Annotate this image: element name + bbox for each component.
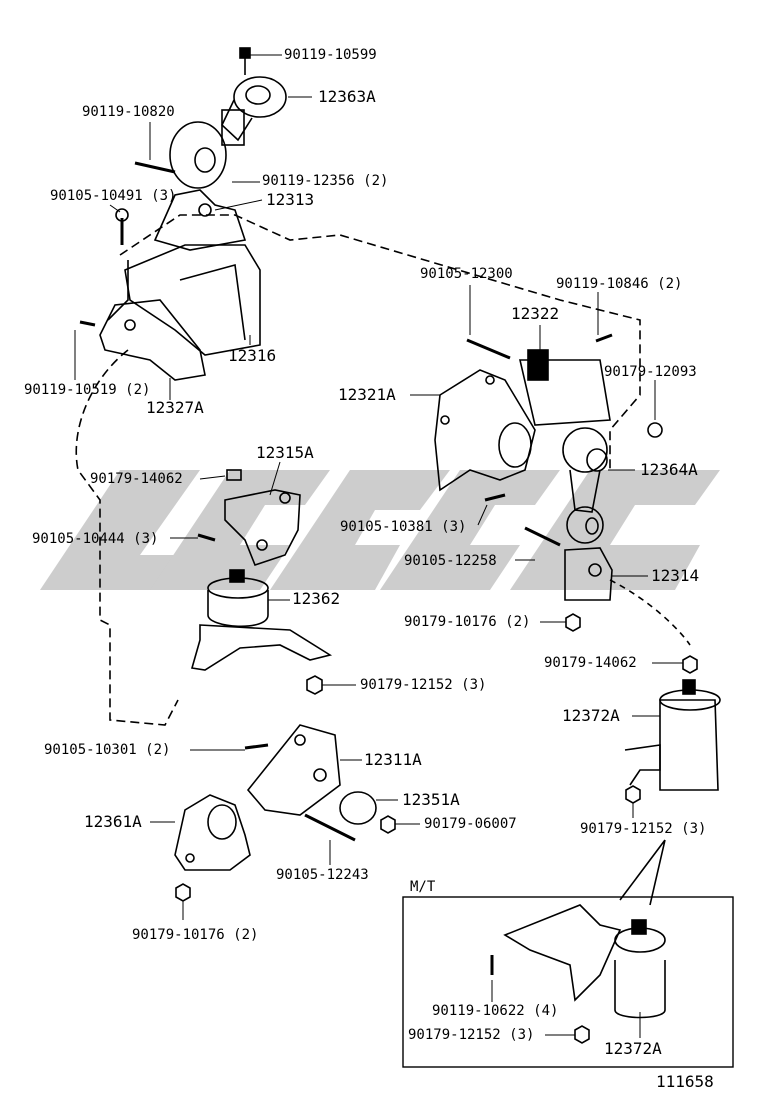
label-12315A: 12315A	[256, 443, 314, 462]
label-90119-10846: 90119-10846 (2)	[556, 276, 683, 292]
label-12314: 12314	[651, 566, 700, 585]
label-12313: 12313	[266, 190, 315, 209]
label-12316: 12316	[228, 346, 277, 365]
label-12364A: 12364A	[640, 460, 698, 479]
figure-number: 111658	[656, 1072, 714, 1091]
label-12322: 12322	[511, 304, 560, 323]
label-90119-12356: 90119-12356 (2)	[262, 173, 389, 189]
label-90105-12258: 90105-12258	[404, 553, 497, 569]
label-12372A-b: 12372A	[604, 1039, 662, 1058]
label-12327A: 12327A	[146, 398, 204, 417]
label-12321A: 12321A	[338, 385, 396, 404]
label-90179-06007: 90179-06007	[424, 816, 517, 832]
label-90119-10622: 90119-10622 (4)	[432, 1003, 559, 1019]
label-90179-10176-b: 90179-10176 (2)	[132, 927, 259, 943]
label-90105-12243: 90105-12243	[276, 867, 369, 883]
label-90105-10444: 90105-10444 (3)	[32, 531, 159, 547]
label-90119-10820: 90119-10820	[82, 104, 175, 120]
label-90105-10381: 90105-10381 (3)	[340, 519, 467, 535]
label-12362: 12362	[292, 589, 341, 608]
label-90119-10519: 90119-10519 (2)	[24, 382, 151, 398]
label-90105-10491: 90105-10491 (3)	[50, 188, 177, 204]
label-90179-14062-a: 90179-14062	[90, 471, 183, 487]
line-art	[74, 47, 734, 1068]
label-90179-12152-c: 90179-12152 (3)	[408, 1027, 535, 1043]
label-12372A-a: 12372A	[562, 706, 620, 725]
inset-title: M/T	[410, 879, 436, 895]
label-90179-10176-a: 90179-10176 (2)	[404, 614, 531, 630]
label-90179-12152-a: 90179-12152 (3)	[360, 677, 487, 693]
label-90179-14062-b: 90179-14062	[544, 655, 637, 671]
label-90119-10599: 90119-10599	[284, 47, 377, 63]
watermark-logo	[40, 470, 720, 590]
label-12311A: 12311A	[364, 750, 422, 769]
label-90105-10301: 90105-10301 (2)	[44, 742, 171, 758]
label-12363A: 12363A	[318, 87, 376, 106]
label-90179-12152-b: 90179-12152 (3)	[580, 821, 707, 837]
label-90105-12300: 90105-12300	[420, 266, 513, 282]
label-12361A: 12361A	[84, 812, 142, 831]
label-90179-12093: 90179-12093	[604, 364, 697, 380]
label-12351A: 12351A	[402, 790, 460, 809]
